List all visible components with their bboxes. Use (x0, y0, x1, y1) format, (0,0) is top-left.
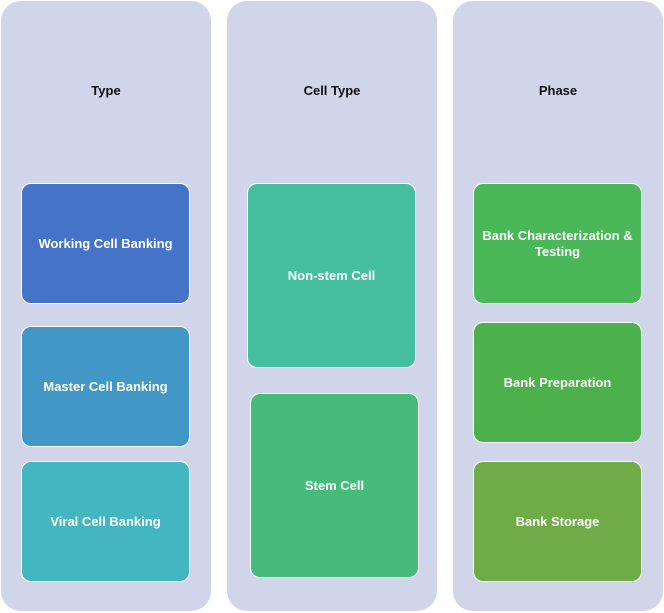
bank-storage-box: Bank Storage (473, 461, 642, 582)
type-column-title: Type (91, 83, 121, 98)
viral-cell-banking-box: Viral Cell Banking (21, 461, 190, 582)
phase-column: Phase Bank Characterization & Testing Ba… (453, 1, 663, 611)
cell-type-column-title: Cell Type (303, 83, 361, 98)
master-cell-banking-box: Master Cell Banking (21, 326, 190, 447)
bank-characterization-testing-box: Bank Characterization & Testing (473, 183, 642, 304)
bank-preparation-box: Bank Preparation (473, 322, 642, 443)
working-cell-banking-box: Working Cell Banking (21, 183, 190, 304)
cell-type-column: Cell Type Non-stem Cell Stem Cell (227, 1, 437, 611)
type-column: Type Working Cell Banking Master Cell Ba… (1, 1, 211, 611)
non-stem-cell-box: Non-stem Cell (247, 183, 416, 368)
stem-cell-box: Stem Cell (250, 393, 419, 578)
phase-column-title: Phase (538, 83, 578, 98)
